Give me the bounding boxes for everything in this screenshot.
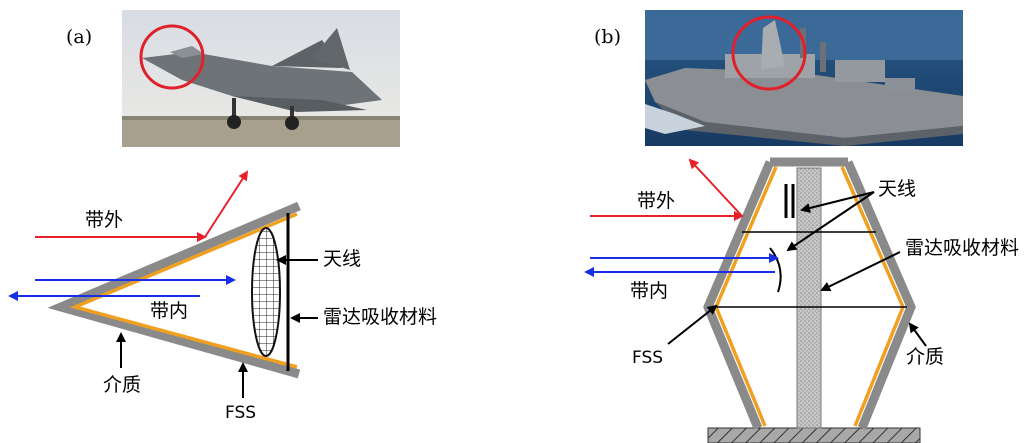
fss-label: FSS — [632, 348, 664, 368]
highlight-circle — [139, 24, 205, 90]
out-of-band-label: 带外 — [637, 190, 676, 212]
absorber-label: 雷达吸收材料 — [323, 306, 438, 328]
out-of-band-arrow-reflect — [204, 170, 249, 238]
panel-b-label: (b) — [594, 26, 621, 48]
out-of-band-label: 带外 — [85, 209, 124, 231]
dielectric-label: 介质 — [103, 374, 142, 396]
absorber-curve — [769, 247, 782, 293]
panel-b-radome — [703, 157, 921, 443]
out-of-band-arrow-reflect — [688, 158, 743, 217]
in-band-label: 带内 — [630, 280, 669, 302]
highlight-circle — [731, 15, 807, 91]
fighter-jet-photo — [122, 10, 400, 147]
antenna-label: 天线 — [323, 248, 362, 270]
panel-a-label: (a) — [66, 26, 93, 48]
panel-a-radome — [47, 201, 301, 379]
absorber-ellipse — [251, 227, 281, 357]
absorber-label: 雷达吸收材料 — [905, 237, 1020, 259]
base-platform — [707, 427, 921, 443]
in-band-label: 带内 — [150, 300, 189, 322]
antenna-label: 天线 — [878, 178, 917, 200]
warship-photo — [645, 10, 963, 146]
dielectric-label: 介质 — [906, 346, 945, 368]
fss-label: FSS — [225, 403, 257, 423]
